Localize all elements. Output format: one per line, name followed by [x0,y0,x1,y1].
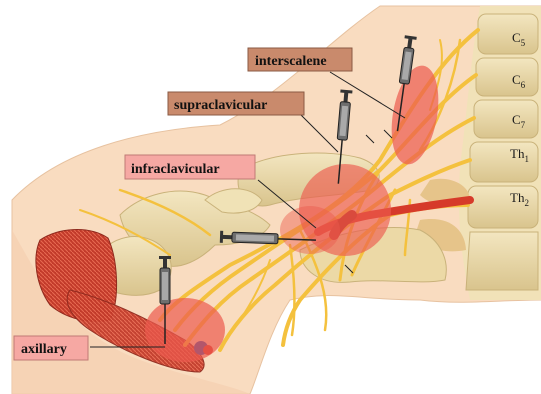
svg-text:supraclavicular: supraclavicular [174,98,267,113]
label-infraclavicular: infraclavicular [125,155,255,179]
label-supraclavicular: supraclavicular [168,92,304,115]
vertebra-c7 [474,100,538,138]
svg-text:axillary: axillary [21,342,67,357]
infraclavicular-zone [280,206,340,254]
label-axillary: axillary [14,336,88,360]
axillary-zone [145,298,225,362]
vertebra-c6 [476,58,538,96]
svg-text:infraclavicular: infraclavicular [131,162,220,177]
svg-text:interscalene: interscalene [255,54,327,69]
vertebra-c5 [478,14,538,54]
label-interscalene: interscalene [248,48,352,71]
